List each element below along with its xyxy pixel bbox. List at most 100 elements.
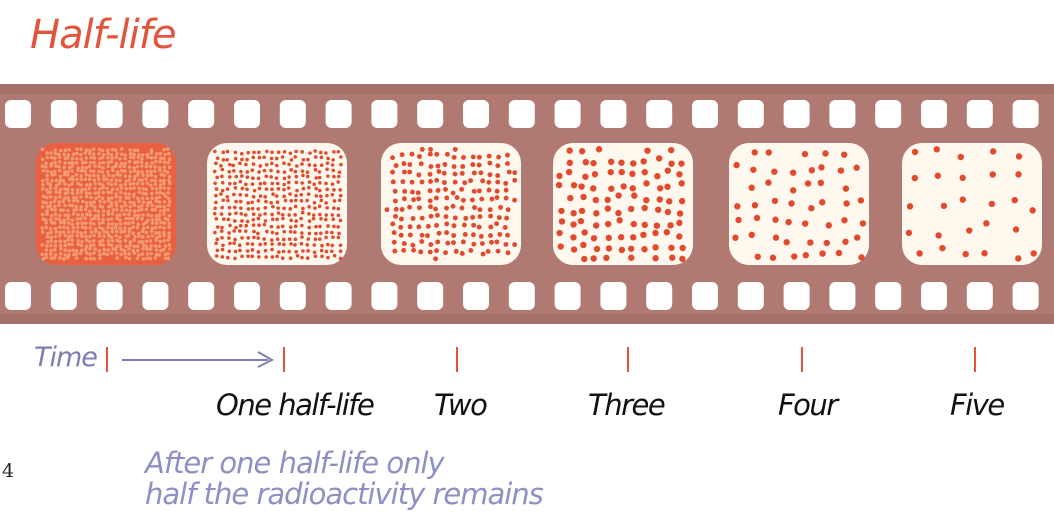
particle-dot bbox=[480, 241, 485, 246]
particle-dot bbox=[459, 206, 464, 211]
particle-dot bbox=[665, 167, 671, 173]
particle-dot bbox=[407, 205, 412, 210]
particle-dot bbox=[251, 156, 255, 160]
particle-dot bbox=[331, 163, 335, 167]
particle-dot bbox=[308, 180, 312, 184]
particle-dot bbox=[110, 156, 114, 160]
particle-dot bbox=[655, 207, 661, 213]
particle-dot bbox=[84, 187, 88, 191]
particle-dot bbox=[150, 197, 154, 201]
particle-dot bbox=[326, 157, 330, 161]
particle-dot bbox=[385, 207, 390, 212]
particle-dot bbox=[270, 162, 274, 166]
particle-dot bbox=[258, 156, 262, 160]
particle-dot bbox=[154, 175, 158, 179]
particle-dot bbox=[111, 239, 115, 243]
particle-dot bbox=[854, 234, 860, 240]
particle-dot bbox=[158, 169, 162, 173]
particle-dot bbox=[49, 183, 53, 187]
particle-dot bbox=[605, 205, 611, 211]
particle-dot bbox=[106, 182, 110, 186]
particle-dot bbox=[788, 200, 794, 206]
particle-dot bbox=[109, 191, 113, 195]
particle-dot bbox=[64, 234, 68, 238]
particle-dot bbox=[416, 224, 421, 229]
particle-dot bbox=[70, 182, 74, 186]
particle-dot bbox=[54, 235, 58, 239]
particle-dot bbox=[97, 191, 101, 195]
particle-dot bbox=[168, 175, 172, 179]
particle-dot bbox=[149, 170, 153, 174]
particle-dot bbox=[154, 182, 158, 186]
particle-dot bbox=[101, 221, 105, 225]
particle-dot bbox=[416, 190, 421, 195]
particle-dot bbox=[332, 188, 336, 192]
particle-dot bbox=[735, 217, 741, 223]
particle-dot bbox=[301, 207, 305, 211]
particle-dot bbox=[275, 194, 279, 198]
particle-dot bbox=[53, 244, 57, 248]
particle-dot bbox=[228, 224, 232, 228]
particle-dot bbox=[81, 225, 85, 229]
sprocket-hole-top bbox=[463, 100, 489, 128]
particle-dot bbox=[308, 232, 312, 236]
particle-dot bbox=[245, 187, 249, 191]
particle-dot bbox=[238, 193, 242, 197]
particle-dot bbox=[149, 257, 153, 261]
sprocket-hole-bottom bbox=[417, 282, 443, 310]
particle-dot bbox=[410, 190, 415, 195]
particle-dot bbox=[163, 153, 167, 157]
particle-dot bbox=[305, 243, 309, 247]
particle-dot bbox=[144, 221, 148, 225]
particle-dot bbox=[162, 179, 166, 183]
particle-dot bbox=[579, 208, 585, 214]
particle-dot bbox=[128, 227, 132, 231]
particle-dot bbox=[332, 206, 336, 210]
particle-dot bbox=[127, 252, 131, 256]
particle-dot bbox=[442, 180, 447, 185]
particle-dot bbox=[114, 226, 118, 230]
sprocket-hole-top bbox=[280, 100, 306, 128]
particle-dot bbox=[818, 180, 824, 186]
particle-dot bbox=[76, 222, 80, 226]
particle-dot bbox=[128, 174, 132, 178]
particle-dot bbox=[426, 224, 431, 229]
particle-dot bbox=[59, 221, 63, 225]
particle-dot bbox=[167, 161, 171, 165]
particle-dot bbox=[282, 195, 286, 199]
particle-dot bbox=[471, 223, 476, 228]
particle-dot bbox=[990, 171, 996, 177]
particle-dot bbox=[771, 169, 777, 175]
particle-dot bbox=[402, 161, 407, 166]
particle-dot bbox=[293, 243, 297, 247]
particle-dot bbox=[807, 239, 813, 245]
particle-dot bbox=[630, 185, 636, 191]
particle-dot bbox=[123, 169, 127, 173]
sprocket-hole-bottom bbox=[921, 282, 947, 310]
particle-dot bbox=[301, 211, 305, 215]
particle-dot bbox=[428, 179, 433, 184]
particle-dot bbox=[93, 191, 97, 195]
particle-dot bbox=[593, 197, 599, 203]
particle-dot bbox=[49, 249, 53, 253]
particle-dot bbox=[98, 249, 102, 253]
particle-dot bbox=[123, 221, 127, 225]
particle-dot bbox=[305, 199, 309, 203]
particle-dot bbox=[62, 230, 66, 234]
particle-dot bbox=[293, 155, 297, 159]
particle-dot bbox=[444, 214, 449, 219]
particle-dot bbox=[281, 155, 285, 159]
particle-dot bbox=[103, 200, 107, 204]
particle-dot bbox=[220, 206, 224, 210]
particle-dot bbox=[63, 240, 67, 244]
particle-dot bbox=[96, 214, 100, 218]
particle-dot bbox=[41, 187, 45, 191]
particle-dot bbox=[79, 252, 83, 256]
particle-dot bbox=[75, 147, 79, 151]
particle-dot bbox=[127, 230, 131, 234]
particle-dot bbox=[98, 231, 102, 235]
particle-dot bbox=[337, 207, 341, 211]
particle-dot bbox=[472, 171, 477, 176]
particle-dot bbox=[49, 201, 53, 205]
particle-dot bbox=[270, 151, 274, 155]
